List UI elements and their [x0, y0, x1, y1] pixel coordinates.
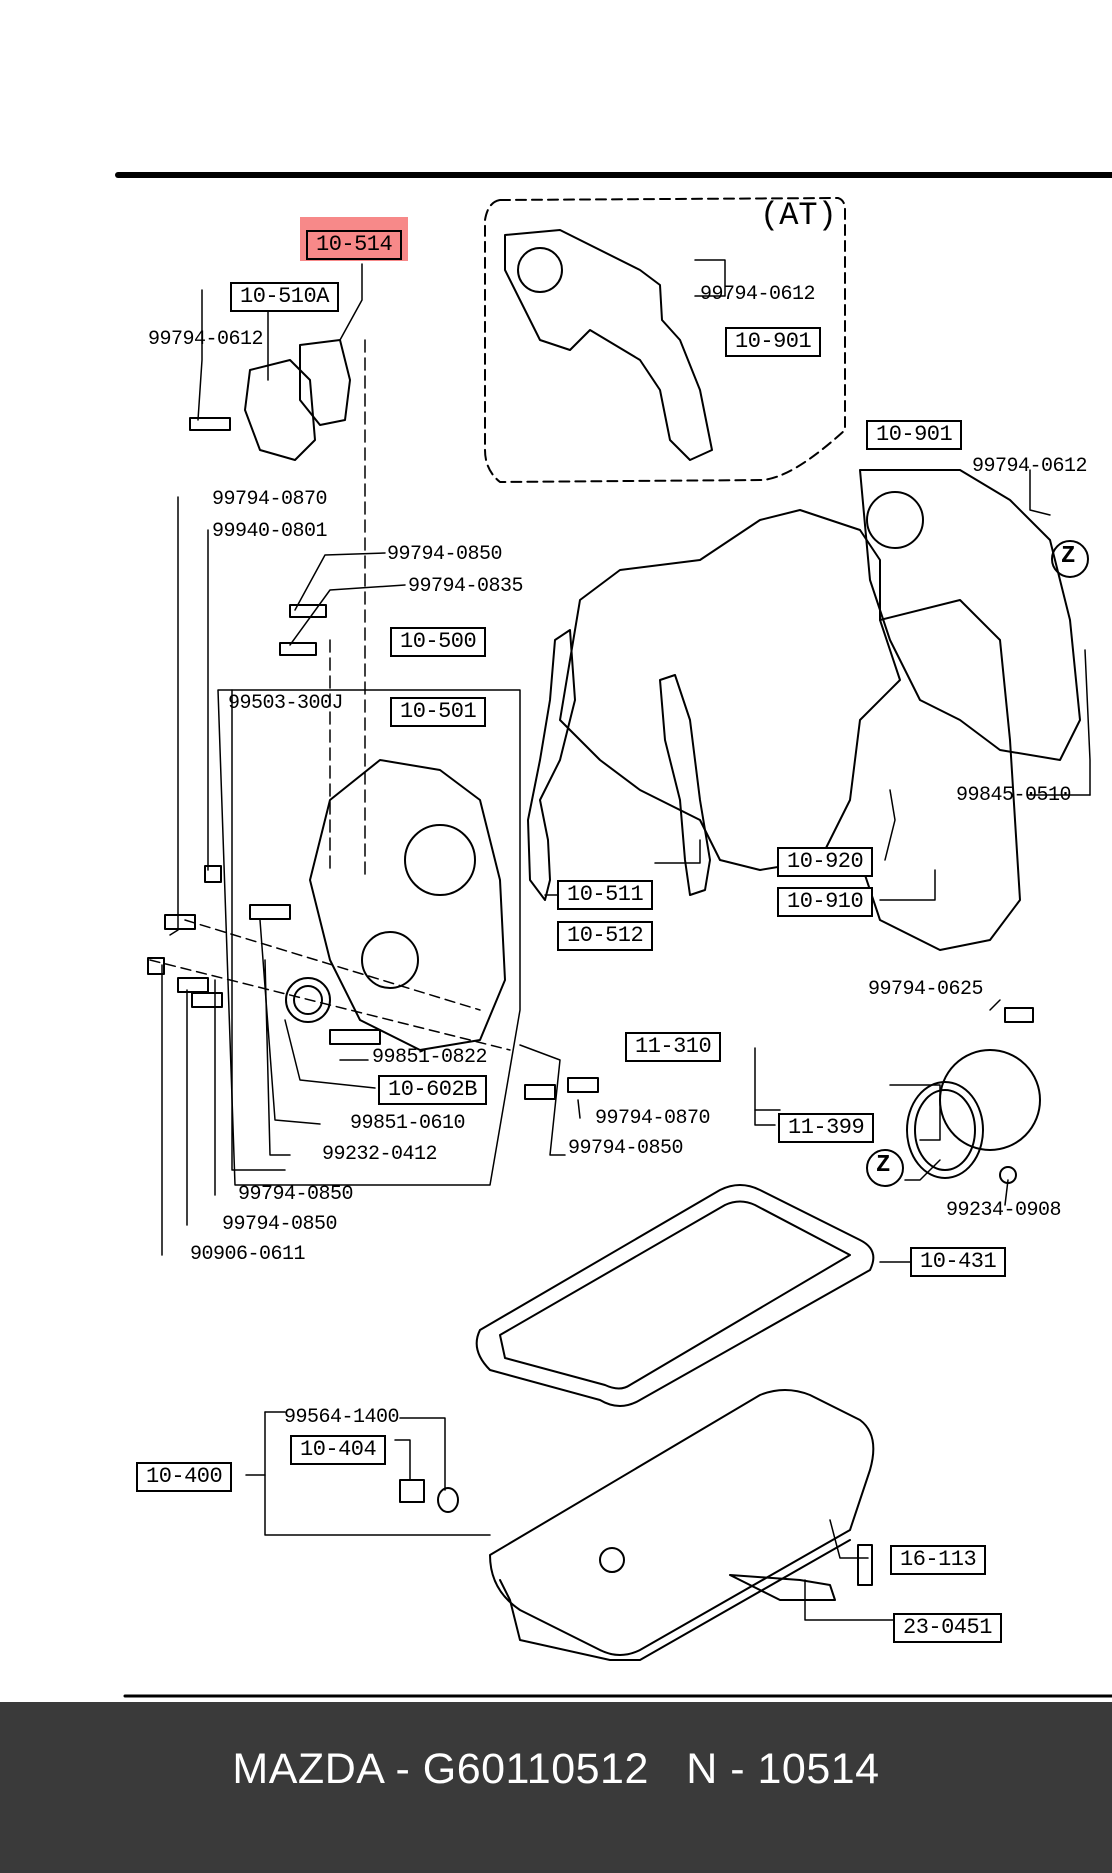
oil-pan-gasket-inner [499, 1200, 851, 1390]
part-box-10-431[interactable]: 10-431 [910, 1247, 1007, 1277]
part-box-10-404[interactable]: 10-404 [290, 1435, 387, 1465]
rear-oil-seal [906, 1081, 984, 1179]
front-cover [309, 759, 506, 1051]
dashed-guide-3 [149, 959, 511, 1051]
part-number-99794-0850-b: 99794-0850 [568, 1137, 684, 1160]
z-marker-label-2: Z [876, 1152, 890, 1179]
at-plate-hole [517, 247, 563, 293]
part-number-99794-0612-right: 99794-0612 [972, 455, 1088, 478]
dowel-pin [999, 1166, 1017, 1184]
footer-code: 10514 [757, 1745, 880, 1793]
rear-end-plate [859, 469, 1081, 761]
oil-seal [285, 977, 331, 1023]
part-number-99503-300j: 99503-300J [228, 692, 344, 715]
part-number-99234-0908: 99234-0908 [946, 1199, 1062, 1222]
front-cover-seal-seat [361, 931, 419, 989]
drain-washer [437, 1487, 459, 1513]
part-number-99794-0850-a: 99794-0850 [387, 543, 503, 566]
z-marker-label-1: Z [1061, 543, 1075, 570]
gasket-10-514 [299, 339, 351, 426]
footer-separator-2: - [717, 1745, 758, 1793]
part-number-99851-0822: 99851-0822 [372, 1046, 488, 1069]
at-end-plate [504, 229, 713, 461]
z-marker-ring-1 [1051, 540, 1089, 578]
diagram-drawing [115, 172, 1112, 1698]
gasket-10-512 [659, 674, 711, 896]
front-cover-port [404, 824, 476, 896]
gasket-10-511 [527, 629, 576, 901]
footer-brand: MAZDA [232, 1745, 384, 1793]
footer-bar: MAZDA - G60110512 N - 10514 [0, 1702, 1112, 1873]
footer-caption: MAZDA - G60110512 N - 10514 [232, 1745, 879, 1794]
rear-plate-hole [866, 491, 924, 549]
part-box-10-910[interactable]: 10-910 [777, 887, 874, 917]
oil-pan [489, 1389, 875, 1656]
cover-10-510a [244, 359, 316, 461]
part-number-99232-0412: 99232-0412 [322, 1143, 438, 1166]
part-box-23-0451[interactable]: 23-0451 [893, 1613, 1002, 1643]
oil-pan-sump [499, 1539, 851, 1661]
rear-oil-seal-inner [914, 1089, 976, 1171]
bolt-16-113 [857, 1544, 873, 1586]
part-box-16-113[interactable]: 16-113 [890, 1545, 987, 1575]
part-number-99564-1400: 99564-1400 [284, 1406, 400, 1429]
leaders-pan [245, 1411, 491, 1536]
dashed-guide-4 [184, 919, 481, 1011]
leaders-left [161, 263, 581, 1256]
part-number-99851-0610: 99851-0610 [350, 1112, 466, 1135]
oil-seal-inner [293, 985, 323, 1015]
footer-gap [649, 1745, 686, 1793]
rear-retainer [939, 1049, 1041, 1151]
part-number-99794-0850-c: 99794-0850 [238, 1183, 354, 1206]
front-cover-bracket [217, 689, 521, 1186]
part-box-11-310[interactable]: 11-310 [625, 1032, 722, 1062]
at-region [484, 197, 846, 483]
at-section-label: (AT) [760, 197, 837, 234]
part-number-99794-0612-left: 99794-0612 [148, 328, 264, 351]
part-box-10-501[interactable]: 10-501 [390, 697, 487, 727]
part-box-10-920[interactable]: 10-920 [777, 847, 874, 877]
parts-diagram: (AT) Z Z 10-514 10-510A 10-901 10-901 10… [115, 172, 1112, 1698]
part-number-99940-0801: 99940-0801 [212, 520, 328, 543]
engine-block-rear [859, 599, 1021, 951]
part-number-99794-0850-d: 99794-0850 [222, 1213, 338, 1236]
drain-plug [399, 1479, 425, 1503]
part-number-99794-0870-b: 99794-0870 [595, 1107, 711, 1130]
part-box-10-901-at[interactable]: 10-901 [725, 327, 822, 357]
part-number-99794-0612-at: 99794-0612 [700, 283, 816, 306]
part-number-99845-0510: 99845-0510 [956, 784, 1072, 807]
footer-code-prefix: N [686, 1745, 718, 1793]
oil-pan-gasket [475, 1184, 875, 1407]
part-box-10-500[interactable]: 10-500 [390, 627, 487, 657]
bolt-99794-0625 [1004, 1007, 1034, 1023]
part-box-10-511[interactable]: 10-511 [557, 880, 654, 910]
oil-level-sensor [729, 1574, 836, 1601]
part-box-11-399[interactable]: 11-399 [778, 1113, 875, 1143]
bolts-left [147, 417, 599, 1100]
footer-separator: - [383, 1745, 423, 1793]
part-box-10-512[interactable]: 10-512 [557, 921, 654, 951]
part-box-10-901[interactable]: 10-901 [866, 420, 963, 450]
part-number-99794-0870-a: 99794-0870 [212, 488, 328, 511]
drain-hole [599, 1547, 625, 1573]
part-box-10-510a[interactable]: 10-510A [230, 282, 339, 312]
footer-part-number: G60110512 [422, 1745, 649, 1793]
highlight-marker [300, 217, 408, 261]
part-number-99794-0835: 99794-0835 [408, 575, 524, 598]
part-number-90906-0611: 90906-0611 [190, 1243, 306, 1266]
part-box-10-602b[interactable]: 10-602B [378, 1075, 487, 1105]
engine-block-outline [559, 509, 901, 871]
part-box-10-514[interactable]: 10-514 [306, 230, 403, 260]
part-number-99794-0625: 99794-0625 [868, 978, 984, 1001]
z-marker-ring-2 [866, 1149, 904, 1187]
part-box-10-400[interactable]: 10-400 [136, 1462, 233, 1492]
